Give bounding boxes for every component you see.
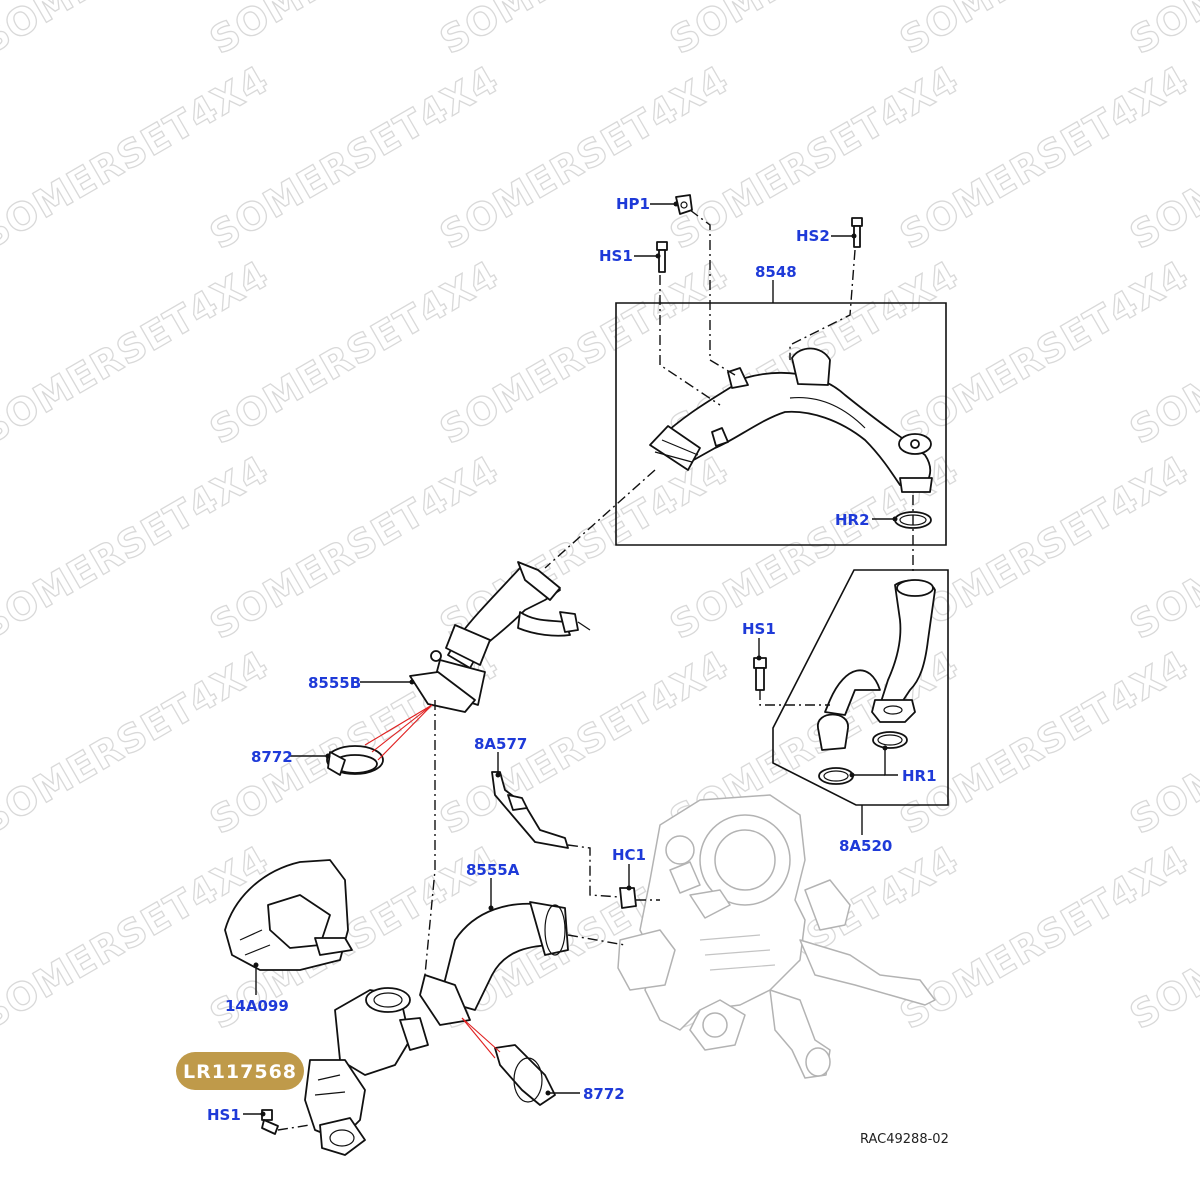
callout-8a577: 8A577: [474, 735, 527, 753]
cover-14a099[interactable]: [224, 859, 353, 971]
hose-clip-8772-left-icon[interactable]: [326, 745, 384, 776]
thermostat-housing[interactable]: [304, 987, 429, 1156]
o-ring-hr1-upper[interactable]: [872, 731, 908, 749]
bolt-hs1-mid-icon[interactable]: [753, 657, 767, 691]
assembly-box-8548: [615, 302, 947, 546]
coolant-pipe-8a520[interactable]: [817, 579, 936, 751]
coolant-pipe-8548[interactable]: [649, 347, 933, 493]
badge-text: LR117568: [183, 1061, 297, 1083]
callout-8a520: 8A520: [839, 837, 892, 855]
watermark-layer: SOMERSET4X4SOMERSET4X4SOMERSET4X4SOMERSE…: [0, 0, 1200, 1038]
bolt-hp1-icon[interactable]: [675, 194, 693, 215]
callout-8555a: 8555A: [466, 861, 520, 879]
bolt-hs2-icon[interactable]: [851, 217, 863, 248]
watermark-text: SOMERSET4X4: [1123, 0, 1200, 63]
callout-hc1: HC1: [612, 846, 646, 864]
part-number-badge[interactable]: LR117568: [176, 1052, 304, 1090]
assembly-box-8a520: [772, 569, 949, 806]
callout-14a099: 14A099: [225, 997, 289, 1015]
bolt-hs1-top-icon[interactable]: [656, 241, 668, 273]
engine-block-context: [617, 794, 936, 1079]
hose-8555a[interactable]: [419, 901, 569, 1026]
hose-8555b[interactable]: [409, 561, 591, 713]
o-ring-hr1-lower[interactable]: [818, 767, 854, 785]
callout-hr1: HR1: [902, 767, 937, 785]
callout-hp1: HP1: [616, 195, 650, 213]
callout-hs1-top: HS1: [599, 247, 633, 265]
callout-labels: HP1 HS1 HS2 8548 HR2 HS1 HR1 8A520 8555B…: [207, 195, 937, 1124]
diagram-reference-code: RAC49288-02: [860, 1132, 949, 1147]
assembly-lines: [277, 209, 914, 1131]
callout-hs1-mid: HS1: [742, 620, 776, 638]
hose-8a577[interactable]: [491, 771, 569, 849]
callout-8548: 8548: [755, 263, 797, 281]
bolt-hs1-bottom-icon[interactable]: [261, 1109, 279, 1135]
callout-8772-left: 8772: [251, 748, 293, 766]
callout-8772-bottom: 8772: [583, 1085, 625, 1103]
red-reference-lines: [364, 704, 501, 1059]
callout-hs2: HS2: [796, 227, 830, 245]
hose-clip-hc1-icon[interactable]: [619, 887, 637, 909]
callout-hs1-bottom: HS1: [207, 1106, 241, 1124]
leader-lines: [243, 201, 898, 1117]
hose-clip-8772-bottom-icon[interactable]: [494, 1044, 556, 1106]
callout-8555b: 8555B: [308, 674, 361, 692]
callout-hr2: HR2: [835, 511, 870, 529]
